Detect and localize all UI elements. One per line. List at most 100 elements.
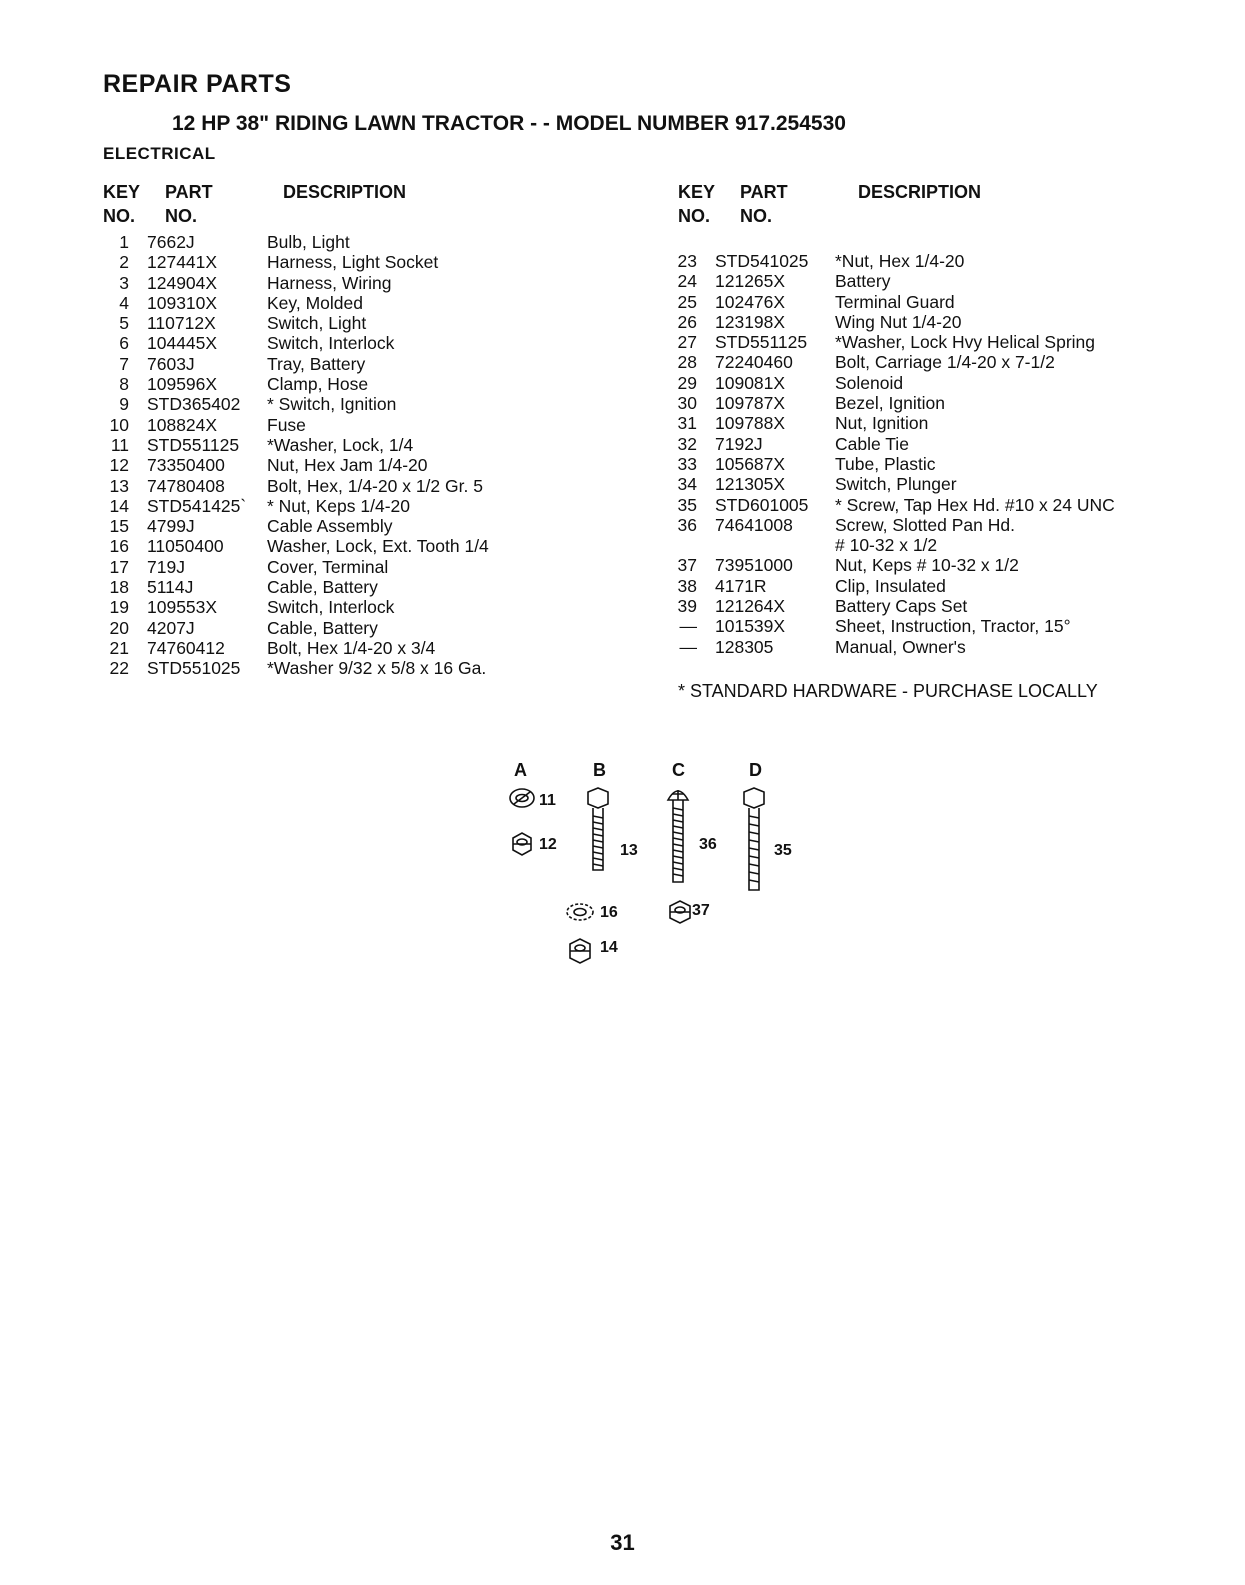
part-key-number: 16 xyxy=(109,536,129,557)
part-key-number: 34 xyxy=(677,474,697,495)
page-title: REPAIR PARTS xyxy=(103,70,292,98)
hardware-label-16: 16 xyxy=(600,904,618,921)
part-number: 7192J xyxy=(715,433,763,454)
part-key-number: 38 xyxy=(677,575,697,596)
part-number: 101539X xyxy=(715,616,786,637)
part-description: Cable Tie xyxy=(835,433,909,454)
hardware-letter-d: D xyxy=(749,760,762,780)
part-number: 124904X xyxy=(147,272,218,293)
table-row: # 10-32 x 1/2 xyxy=(671,535,1191,555)
part-description: Manual, Owner's xyxy=(835,636,966,657)
part-number: 5114J xyxy=(147,577,194,598)
part-description: Washer, Lock, Ext. Tooth 1/4 xyxy=(267,536,489,557)
col-part-label: PART xyxy=(165,182,213,202)
part-key-number: 24 xyxy=(677,271,697,292)
part-number: 121265X xyxy=(715,271,786,292)
hex-bolt-icon xyxy=(587,787,609,871)
lock-washer-icon xyxy=(509,788,535,808)
part-key-number: 28 xyxy=(677,352,697,373)
col-part-label-2: NO. xyxy=(740,206,773,226)
part-key-number: 4 xyxy=(119,292,129,313)
part-number: 4799J xyxy=(147,516,195,537)
part-description: Sheet, Instruction, Tractor, 15° xyxy=(835,616,1071,637)
part-number: STD551025 xyxy=(147,658,241,679)
keps-nut-icon xyxy=(669,900,691,924)
part-number: 109596X xyxy=(147,374,218,395)
hardware-label-36: 36 xyxy=(699,836,717,853)
part-number: 74760412 xyxy=(147,637,225,658)
part-description: Bulb, Light xyxy=(267,232,350,252)
part-number: 7603J xyxy=(147,353,195,374)
part-description: Switch, Interlock xyxy=(267,333,395,354)
part-key-number: 32 xyxy=(677,433,697,454)
part-key-number: 13 xyxy=(109,475,129,496)
hardware-label-11: 11 xyxy=(539,792,556,809)
part-description: Cable Assembly xyxy=(267,516,393,537)
part-description: Nut, Ignition xyxy=(835,413,929,434)
table-row: 32 7192J Cable Tie xyxy=(671,434,1191,454)
part-description: Battery Caps Set xyxy=(835,596,968,617)
part-number: 73951000 xyxy=(715,555,793,576)
part-number: 74641008 xyxy=(715,514,793,535)
table-row: —128305 Manual, Owner's xyxy=(671,637,1191,657)
part-number: 719J xyxy=(147,556,185,577)
part-description: Bezel, Ignition xyxy=(835,393,945,414)
part-key-number: 2 xyxy=(119,252,129,273)
part-number: STD551125 xyxy=(715,332,808,353)
part-description: Cover, Terminal xyxy=(267,556,389,577)
part-description: Bolt, Hex, 1/4-20 x 1/2 Gr. 5 xyxy=(267,475,483,496)
part-key-number: 30 xyxy=(677,393,697,414)
part-key-number: 6 xyxy=(119,333,129,354)
part-key-number: 9 xyxy=(119,394,129,415)
part-description: Switch, Light xyxy=(267,313,367,334)
hardware-diagram: A B C D xyxy=(500,760,830,980)
col-key-label: KEY xyxy=(103,182,141,202)
part-key-number: 10 xyxy=(109,414,129,435)
hardware-letter-b: B xyxy=(593,760,606,780)
part-key-number: 1 xyxy=(119,232,129,252)
part-number: 102476X xyxy=(715,291,786,312)
part-number: 4207J xyxy=(147,617,195,638)
part-number: 74780408 xyxy=(147,475,225,496)
part-key-number: 29 xyxy=(677,372,697,393)
part-description: *Washer, Lock Hvy Helical Spring xyxy=(835,332,1096,353)
part-key-number: 36 xyxy=(677,514,697,535)
part-key-number: 20 xyxy=(109,617,129,638)
part-key-number: 31 xyxy=(677,413,697,434)
part-number: 121264X xyxy=(715,596,786,617)
part-number: 72240460 xyxy=(715,352,793,373)
part-number: 109553X xyxy=(147,597,218,618)
part-number: 128305 xyxy=(715,636,774,657)
part-description: Solenoid xyxy=(835,372,904,393)
part-number: 110712X xyxy=(147,313,216,334)
table-header-left: KEY NO. PART NO. DESCRIPTION xyxy=(103,182,573,232)
page-number: 31 xyxy=(610,1530,635,1555)
part-description: Key, Molded xyxy=(267,292,363,313)
standard-hardware-note: * STANDARD HARDWARE - PURCHASE LOCALLY xyxy=(678,681,1098,701)
